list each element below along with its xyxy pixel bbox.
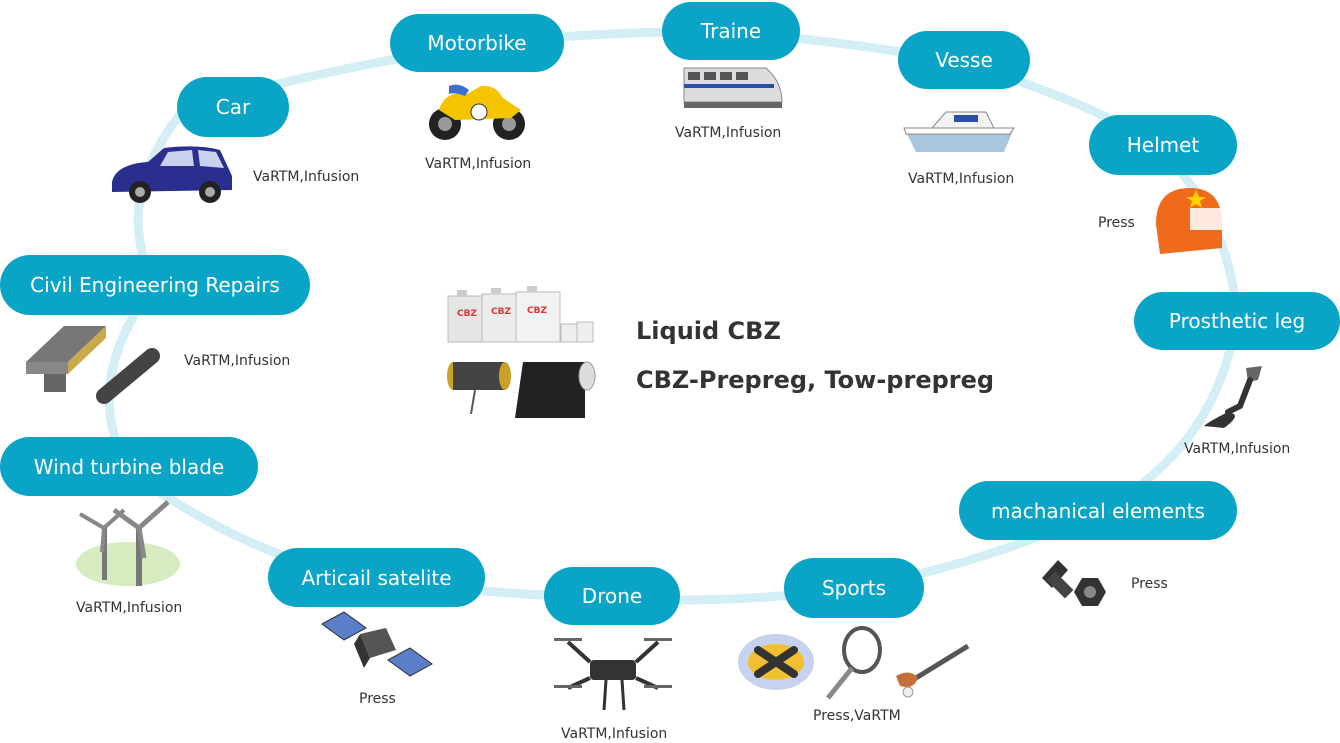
method-satellite: Press [359,691,396,707]
train-icon [682,62,786,118]
method-vessel: VaRTM,Infusion [908,171,1015,187]
bolt-nut-icon [1034,550,1110,614]
cbz-cans-icon: CBZ CBZ CBZ [447,286,596,418]
pill-prosthetic-leg: Prosthetic leg [1134,292,1340,350]
boat-icon [902,104,1018,160]
method-wind-turbine: VaRTM,Infusion [76,600,183,616]
method-motorbike: VaRTM,Infusion [425,156,532,172]
svg-text:CBZ: CBZ [491,307,511,317]
sports-equipment-icon [736,626,972,702]
method-sports: Press,VaRTM [813,708,901,724]
helmet-icon [1150,184,1226,260]
prosthetic-leg-icon [1198,362,1268,432]
pill-civil-engineering: Civil Engineering Repairs [0,255,310,315]
pill-vessel: Vesse [898,31,1030,89]
method-mechanical-elements: Press [1131,576,1168,592]
pill-sports: Sports [784,558,924,618]
pill-helmet: Helmet [1089,115,1237,175]
car-icon [108,142,236,208]
pill-motorbike: Motorbike [390,14,564,72]
method-prosthetic-leg: VaRTM,Infusion [1184,441,1291,457]
method-train: VaRTM,Infusion [675,125,782,141]
cbz-product-illustration: CBZ CBZ CBZ [445,286,600,422]
wind-turbine-icon [74,498,182,588]
method-car: VaRTM,Infusion [253,169,360,185]
pill-wind-turbine: Wind turbine blade [0,437,258,496]
pill-train: Traine [662,2,800,60]
svg-text:CBZ: CBZ [457,309,477,319]
pill-car: Car [177,77,289,137]
motorbike-icon [425,80,530,142]
center-title-liquid: Liquid CBZ [636,317,781,345]
method-drone: VaRTM,Infusion [561,726,668,742]
center-title-prepreg: CBZ-Prepreg, Tow-prepreg [636,366,995,394]
drone-icon [550,630,676,716]
svg-text:CBZ: CBZ [527,306,547,316]
pill-drone: Drone [544,567,680,625]
civil-repair-icon [24,322,164,404]
method-civil-engineering: VaRTM,Infusion [184,353,291,369]
satellite-icon [320,610,434,684]
method-helmet: Press [1098,215,1135,231]
pill-satellite: Articail satelite [268,548,485,607]
pill-mechanical-elements: machanical elements [959,481,1237,540]
